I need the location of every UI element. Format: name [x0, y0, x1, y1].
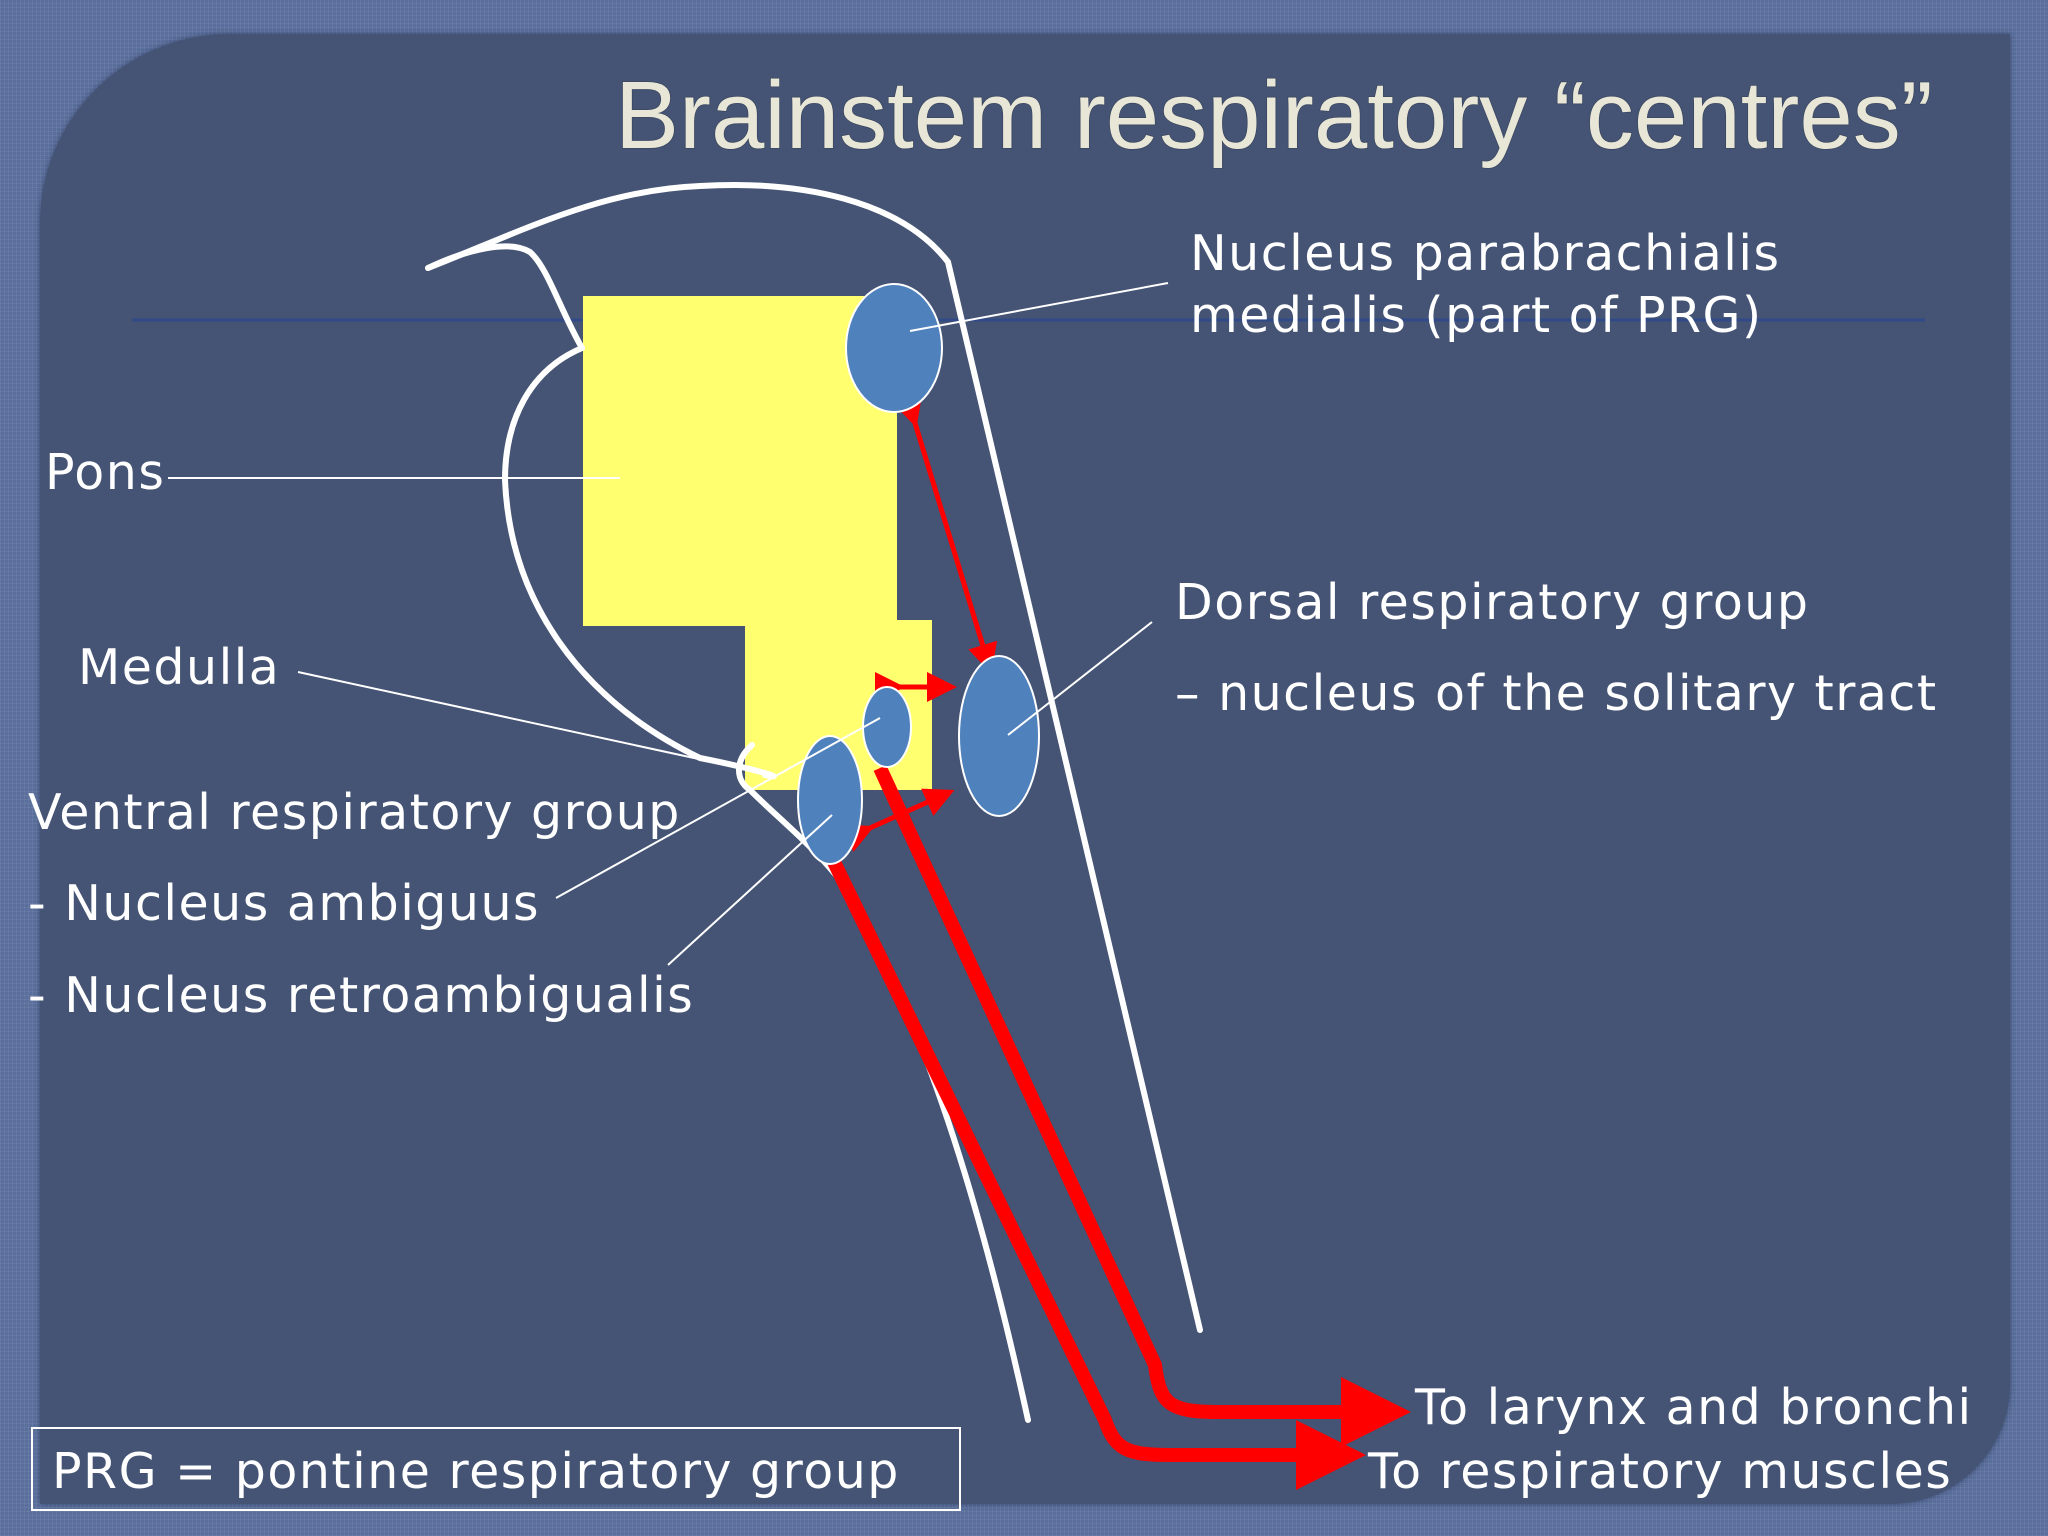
leader-nucleus-ambiguus: [555, 717, 881, 899]
nucleus-solitary-tract: [958, 655, 1040, 817]
prg-drg-arrow: [893, 394, 998, 674]
pathways: [827, 394, 1411, 1490]
nra-drg-arrow: [841, 788, 955, 852]
label-vrg-line1: Ventral respiratory group: [28, 784, 681, 841]
leader-nucleus-retroambigualis: [667, 814, 833, 966]
legend-box: [31, 1427, 961, 1511]
label-npm-line2: medialis (part of PRG): [1190, 287, 1763, 344]
leader-drg: [1007, 621, 1153, 736]
nucleus-retroambigualis: [797, 735, 863, 865]
label-vrg-line3: - Nucleus retroambigualis: [28, 967, 694, 1024]
label-vrg-line2: - Nucleus ambiguus: [28, 875, 540, 932]
label-to-larynx-bronchi: To larynx and bronchi: [1414, 1379, 1973, 1436]
leader-npm: [909, 282, 1169, 332]
legend-text: PRG = pontine respiratory group: [52, 1443, 900, 1500]
label-npm-line1: Nucleus parabrachialis: [1190, 225, 1781, 282]
label-drg-line1: Dorsal respiratory group: [1175, 574, 1809, 631]
leader-lines: [168, 282, 1169, 966]
pathway-respiratory-muscles: [827, 858, 1366, 1490]
nucleus-parabrachialis-medialis: [845, 283, 943, 413]
label-to-respiratory-muscles: To respiratory muscles: [1367, 1443, 1952, 1500]
label-pons: Pons: [45, 444, 165, 501]
label-drg-line2: – nucleus of the solitary tract: [1175, 665, 1938, 722]
leader-medulla: [297, 671, 741, 769]
pathway-larynx-bronchi: [873, 765, 1411, 1447]
label-medulla: Medulla: [78, 639, 280, 696]
pons-medulla-region: [583, 296, 932, 790]
slide-title: Brainstem respiratory “centres”: [615, 62, 1933, 169]
nucleus-ambiguus: [862, 686, 912, 768]
